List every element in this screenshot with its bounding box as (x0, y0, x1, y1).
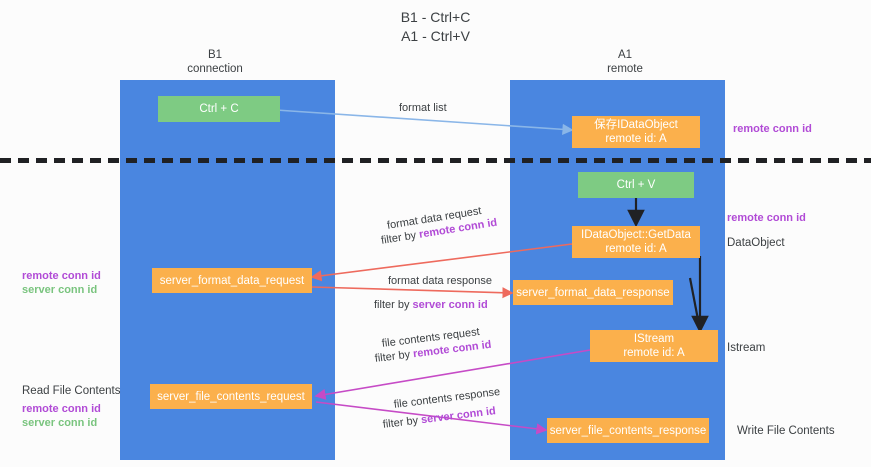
edge-label-format-list: format list (399, 102, 447, 114)
side-label-write-file-contents: Write File Contents (737, 425, 835, 437)
side-label-dataobject: DataObject (727, 237, 785, 249)
node-server-format-data-response[interactable]: server_format_data_response (513, 280, 673, 305)
node-ctrl-c[interactable]: Ctrl + C (158, 96, 280, 122)
filter-prefix: filter by (382, 414, 422, 431)
diagram-title: B1 - Ctrl+C A1 - Ctrl+V (400, 9, 471, 44)
edge-label-format-data-response: format data response (388, 275, 492, 287)
node-save-idataobject[interactable]: 保存IDataObject remote id: A (572, 116, 700, 148)
filter-key-server-conn-id: server conn id (412, 299, 488, 311)
node-save-idataobject-label: 保存IDataObject (594, 119, 678, 131)
node-ctrl-v[interactable]: Ctrl + V (578, 172, 694, 198)
tag-remote-conn-id: remote conn id (22, 270, 101, 282)
node-istream[interactable]: IStream remote id: A (590, 330, 718, 362)
node-ctrl-c-label: Ctrl + C (199, 103, 239, 115)
tag-remote-conn-id: remote conn id (22, 403, 101, 415)
tag-top-right-remote-conn-id: remote conn id (733, 122, 812, 136)
node-istream-label: IStream (633, 333, 675, 345)
tag-mid-left-conn-ids: remote conn id server conn id (22, 269, 101, 297)
node-istream-remote-id: remote id: A (623, 347, 685, 359)
node-idataobject-getdata-label: IDataObject::GetData (581, 229, 691, 241)
node-server-file-contents-response-label: server_file_contents_response (549, 424, 707, 437)
node-server-format-data-request-label: server_format_data_request (159, 274, 305, 287)
node-server-file-contents-request-label: server_file_contents_request (157, 390, 305, 403)
node-save-idataobject-remote-id: remote id: A (605, 133, 667, 145)
tag-server-conn-id: server conn id (22, 284, 98, 296)
filter-prefix: filter by (380, 228, 421, 247)
tag-remote-conn-id: remote conn id (727, 212, 806, 224)
tag-mid-right-remote-conn-id: remote conn id (727, 211, 806, 225)
side-label-read-file-contents: Read File Contents (22, 385, 121, 397)
lane-title-b1: B1 connection (187, 49, 243, 75)
tag-server-conn-id: server conn id (22, 417, 98, 429)
lane-title-a1: A1 remote (607, 49, 643, 75)
node-server-file-contents-request[interactable]: server_file_contents_request (150, 384, 312, 409)
edge-label-format-data-response-filter: filter by server conn id (374, 298, 488, 313)
node-server-file-contents-response[interactable]: server_file_contents_response (547, 418, 709, 443)
node-ctrl-v-label: Ctrl + V (616, 179, 656, 191)
node-server-format-data-request[interactable]: server_format_data_request (152, 268, 312, 293)
node-idataobject-getdata[interactable]: IDataObject::GetData remote id: A (572, 226, 700, 258)
filter-prefix: filter by (374, 348, 414, 365)
node-idataobject-getdata-remote-id: remote id: A (605, 243, 667, 255)
side-label-istream: Istream (727, 342, 766, 354)
node-server-format-data-response-label: server_format_data_response (516, 286, 670, 299)
filter-prefix: filter by (374, 299, 413, 311)
tag-remote-conn-id: remote conn id (733, 123, 812, 135)
tag-bot-left-conn-ids: remote conn id server conn id (22, 402, 101, 430)
